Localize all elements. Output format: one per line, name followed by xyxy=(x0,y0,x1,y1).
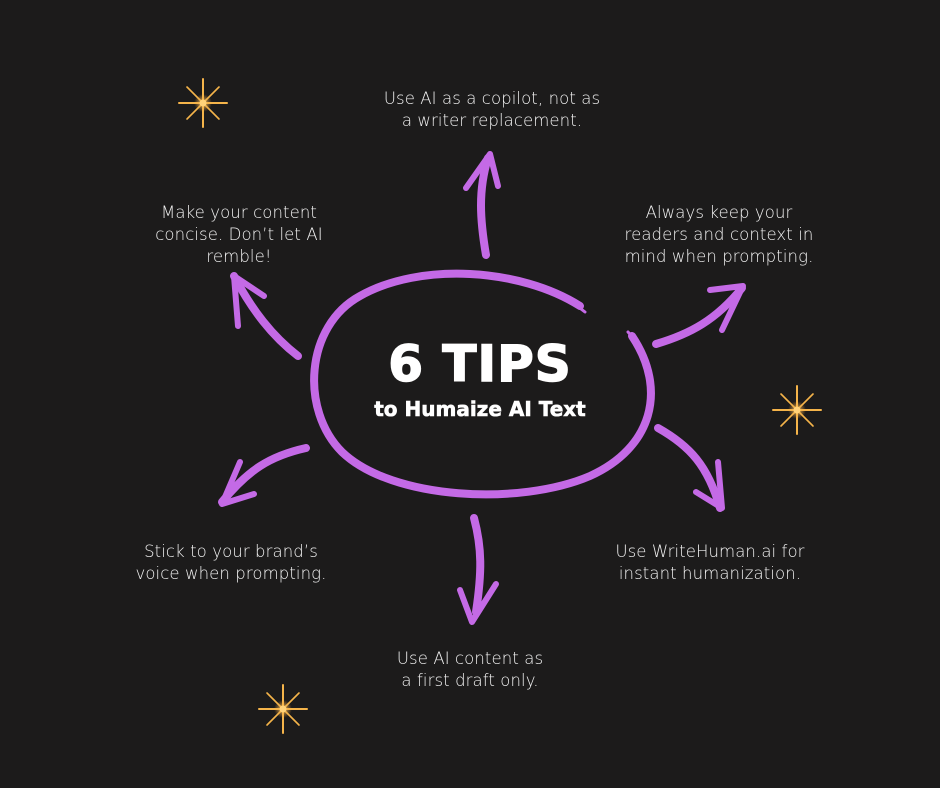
tip-line: a first draft only. xyxy=(401,671,539,690)
tip-bottom-right: Use WriteHuman.ai for instant humanizati… xyxy=(600,541,820,585)
tip-line: a writer replacement. xyxy=(401,111,583,130)
sparkle-icon xyxy=(258,684,308,734)
tip-line: Stick to your brand’s xyxy=(144,542,318,561)
title-main: 6 TIPS xyxy=(387,335,572,393)
tip-line: Make your content xyxy=(161,203,317,222)
tip-line: Use WriteHuman.ai for xyxy=(615,542,805,561)
arrow-down-left-icon xyxy=(218,444,310,507)
arrow-down-right-icon xyxy=(654,424,725,512)
title-subtitle: to Humaize AI Text xyxy=(374,397,586,421)
tip-line: voice when prompting. xyxy=(135,564,327,583)
tip-line: Use AI as a copilot, not as xyxy=(383,89,601,108)
tip-line: remble! xyxy=(206,247,272,266)
tip-line: Always keep your xyxy=(645,203,793,222)
tip-bottom: Use AI content as a first draft only. xyxy=(370,648,570,692)
arrow-up-left-icon xyxy=(230,272,302,360)
tip-line: mind when prompting. xyxy=(624,247,814,266)
arrow-up-icon xyxy=(463,151,501,259)
tip-bottom-left: Stick to your brand’s voice when prompti… xyxy=(116,541,346,585)
tip-line: readers and context in xyxy=(624,225,814,244)
brush-ellipse xyxy=(310,269,655,499)
tip-line: Use AI content as xyxy=(396,649,544,668)
tip-line: concise. Don’t let AI xyxy=(155,225,323,244)
tip-top-left: Make your content concise. Don’t let AI … xyxy=(124,202,354,268)
tip-top-right: Always keep your readers and context in … xyxy=(614,202,824,268)
sparkle-icon xyxy=(772,385,822,435)
tip-line: instant humanization. xyxy=(618,564,802,583)
tip-top: Use AI as a copilot, not as a writer rep… xyxy=(362,88,622,132)
title-block: 6 TIPS to Humaize AI Text xyxy=(330,335,630,421)
arrow-down-icon xyxy=(457,514,499,625)
arrow-up-right-icon xyxy=(652,283,746,348)
sparkle-icon xyxy=(178,78,228,128)
